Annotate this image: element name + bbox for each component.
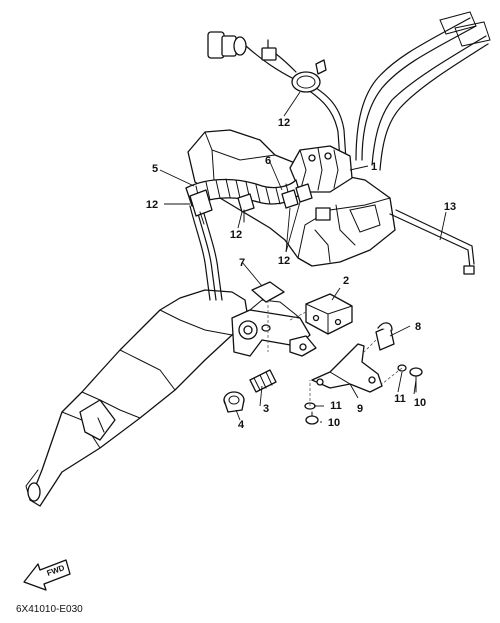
callout-8: 8 — [415, 321, 421, 333]
callout-13: 13 — [444, 201, 456, 213]
callout-labels: 1 2 3 4 5 6 7 8 9 10 10 11 11 12 12 12 1… — [146, 117, 456, 431]
leader-lines — [159, 91, 447, 423]
callout-6: 6 — [265, 155, 271, 167]
callout-11-right: 11 — [394, 393, 406, 405]
knob-part-4 — [223, 391, 245, 413]
callout-1: 1 — [371, 161, 377, 173]
screw-right — [409, 367, 423, 393]
wire-harness-lower — [189, 205, 223, 301]
clamp-middle — [237, 193, 255, 223]
screw-lower — [305, 411, 319, 425]
callout-4: 4 — [238, 419, 245, 431]
callout-12-bottom: 12 — [278, 255, 290, 267]
lead-wire — [389, 209, 475, 275]
callout-12-middle: 12 — [230, 229, 242, 241]
tiller-bracket — [231, 299, 317, 357]
callout-12-top: 12 — [278, 117, 290, 129]
clamp-left — [189, 189, 213, 225]
plate-part-7 — [251, 281, 285, 303]
block-part-2 — [305, 293, 353, 335]
callout-12-left: 12 — [146, 199, 158, 211]
callout-10-right: 10 — [414, 397, 426, 409]
clamp-right-pair — [281, 183, 313, 209]
callout-10-lower: 10 — [328, 417, 340, 429]
spring-part-3 — [249, 369, 277, 393]
callout-3: 3 — [263, 403, 269, 415]
callout-7: 7 — [239, 257, 245, 269]
small-connector — [261, 39, 297, 73]
callout-11-lower: 11 — [330, 400, 342, 412]
band-clamp-top — [291, 59, 327, 93]
alignment-lines — [267, 300, 403, 406]
main-connector-plug — [207, 31, 297, 81]
grommet-assembly — [289, 145, 353, 193]
callout-9: 9 — [357, 403, 363, 415]
callout-5: 5 — [152, 163, 158, 175]
fwd-arrow: FWD — [23, 559, 71, 591]
callout-2: 2 — [343, 275, 349, 287]
drawing-code: 6X41010-E030 — [16, 604, 83, 615]
tiller-handle — [25, 289, 249, 507]
holder-part-8 — [375, 322, 395, 351]
bracket-part-9 — [311, 343, 383, 393]
